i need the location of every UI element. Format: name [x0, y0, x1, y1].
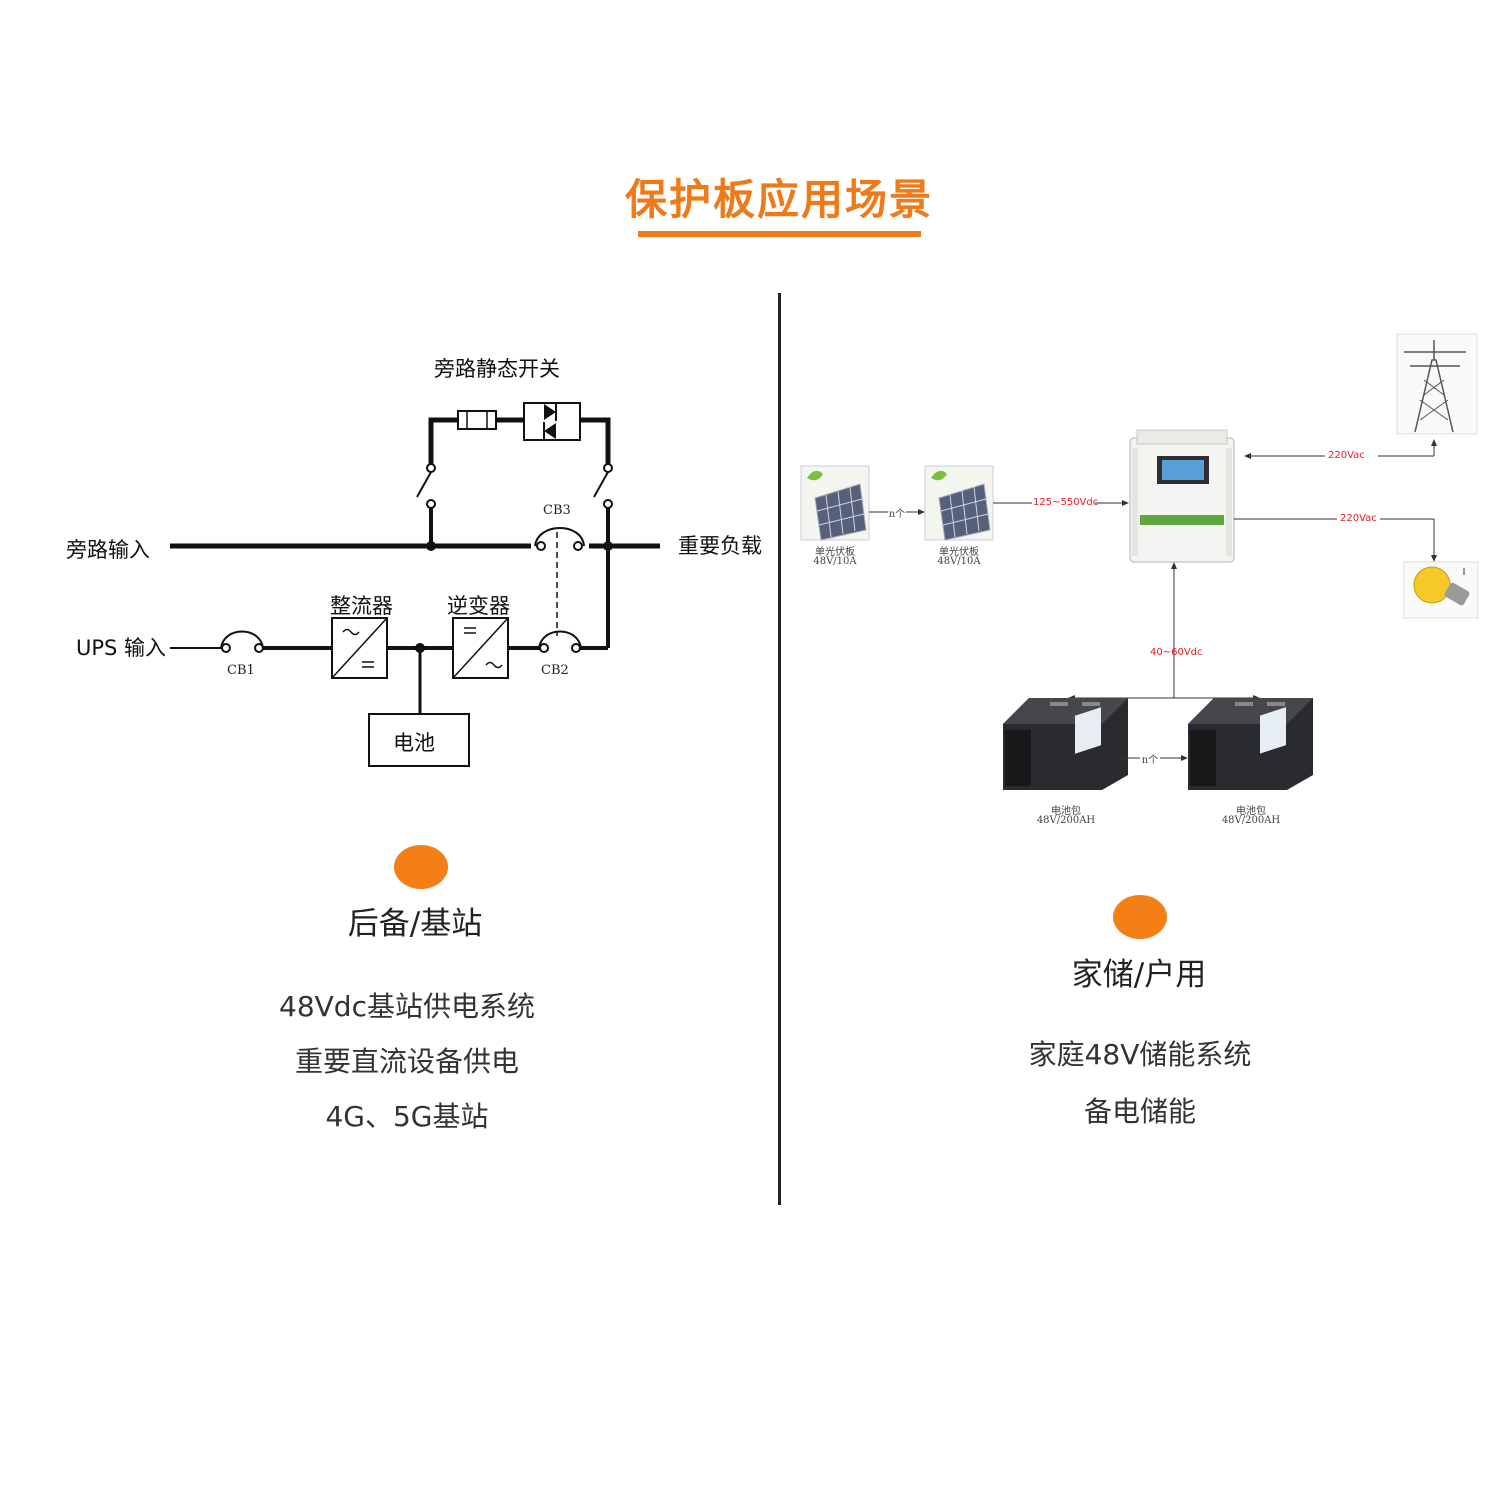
battery-pack-1-icon — [1003, 698, 1128, 790]
grid-voltage-label: 220Vac — [1328, 450, 1365, 461]
battery-2-name: 电池包 — [1236, 806, 1266, 817]
battery-2-spec: 48V/200AH — [1221, 815, 1281, 826]
light-bulb-icon — [1403, 561, 1479, 619]
n-link-bottom: n个 — [1141, 755, 1159, 766]
n-link-top: n个 — [888, 509, 906, 520]
battery-1-spec: 48V/200AH — [1036, 815, 1096, 826]
pv-voltage-label: 125~550Vdc — [1033, 497, 1099, 508]
cb1-label: CB1 — [227, 663, 255, 678]
cb2-label: CB2 — [541, 663, 569, 678]
left-caption-line-1: 48Vdc基站供电系统 — [279, 990, 535, 1023]
critical-load-label: 重要负载 — [678, 534, 762, 558]
static-switch-loop — [428, 417, 611, 464]
fuse-symbol — [457, 410, 497, 430]
solar-panel-2-icon — [924, 465, 994, 541]
battery-label: 电池 — [393, 731, 435, 755]
inverter-label: 逆变器 — [447, 594, 510, 618]
left-heading: 后备/基站 — [347, 906, 483, 942]
battery-1-name: 电池包 — [1051, 806, 1081, 817]
hybrid-inverter-icon — [1129, 429, 1235, 563]
rectifier-label: 整流器 — [330, 594, 393, 618]
thyristor-box — [523, 402, 581, 441]
home-storage-diagram — [800, 333, 1479, 790]
panel-2-name: 单光伏板 — [939, 547, 979, 558]
transmission-tower-icon — [1396, 333, 1478, 435]
title-underline — [638, 231, 921, 237]
right-caption-line-2: 备电储能 — [1083, 1095, 1196, 1128]
cb3-label: CB3 — [543, 503, 571, 518]
battery-voltage-label: 40~60Vdc — [1150, 647, 1203, 658]
battery-pack-2-icon — [1188, 698, 1313, 790]
ups-input-label: UPS 输入 — [76, 636, 167, 660]
bypass-static-switch-label: 旁路静态开关 — [434, 357, 560, 381]
bypass-input-label: 旁路输入 — [66, 538, 150, 562]
solar-panel-1-icon — [800, 465, 870, 541]
right-heading: 家储/户用 — [1071, 957, 1207, 993]
battery-box — [368, 713, 470, 767]
left-caption-line-3: 4G、5G基站 — [325, 1100, 489, 1133]
panel-2-spec: 48V/10A — [937, 556, 981, 567]
page-title: 保护板应用场景 — [624, 175, 933, 224]
ups-schematic — [170, 402, 660, 767]
panel-1-spec: 48V/10A — [813, 556, 857, 567]
left-orange-dot — [394, 845, 448, 889]
right-orange-dot — [1113, 895, 1167, 939]
load-voltage-label: 220Vac — [1340, 513, 1377, 524]
center-divider — [778, 293, 781, 1205]
left-caption-line-2: 重要直流设备供电 — [294, 1045, 519, 1078]
right-caption-line-1: 家庭48V储能系统 — [1028, 1038, 1252, 1071]
panel-1-name: 单光伏板 — [815, 547, 855, 558]
